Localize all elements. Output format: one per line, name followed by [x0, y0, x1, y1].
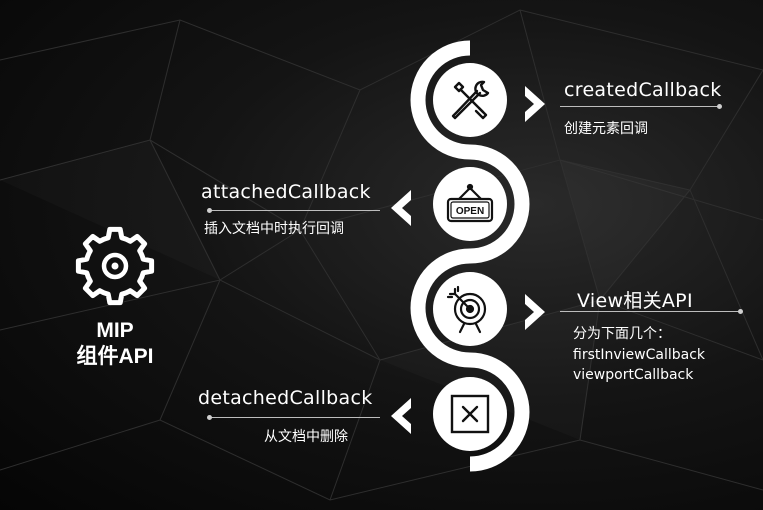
step-description: 创建元素回调	[564, 121, 648, 137]
center-title: MIP 组件API	[60, 318, 170, 370]
target-icon	[433, 272, 507, 346]
tools-icon	[433, 63, 507, 137]
step-description: viewportCallback	[573, 367, 694, 383]
close-box-icon	[433, 377, 507, 451]
step-description: 分为下面几个：	[573, 326, 671, 342]
divider-dot	[738, 309, 743, 314]
step-description: 从文档中删除	[264, 429, 348, 445]
divider	[560, 311, 740, 312]
step-title: detachedCallback	[198, 387, 373, 409]
chevron-left-icon	[391, 398, 411, 434]
gear-outline	[75, 226, 155, 306]
divider-dot	[207, 415, 212, 420]
gear-icon	[75, 226, 155, 306]
divider-dot	[207, 208, 212, 213]
open-sign-text: OPEN	[456, 206, 484, 217]
step-title: attachedCallback	[201, 181, 371, 203]
divider	[210, 417, 380, 418]
chevron-right-icon	[525, 294, 545, 330]
step-title: createdCallback	[564, 79, 722, 101]
center-title-line1: MIP	[96, 319, 134, 342]
step-description: 插入文档中时执行回调	[204, 221, 344, 237]
divider-dot	[717, 104, 722, 109]
chevron-left-icon	[391, 190, 411, 226]
center-title-line2: 组件API	[76, 345, 154, 368]
open-sign-icon: OPEN	[433, 167, 507, 241]
chevron-right-icon	[525, 86, 545, 122]
step-description: firstInviewCallback	[573, 347, 706, 363]
divider	[210, 210, 380, 211]
divider	[560, 106, 720, 107]
step-title: View相关API	[577, 290, 693, 312]
